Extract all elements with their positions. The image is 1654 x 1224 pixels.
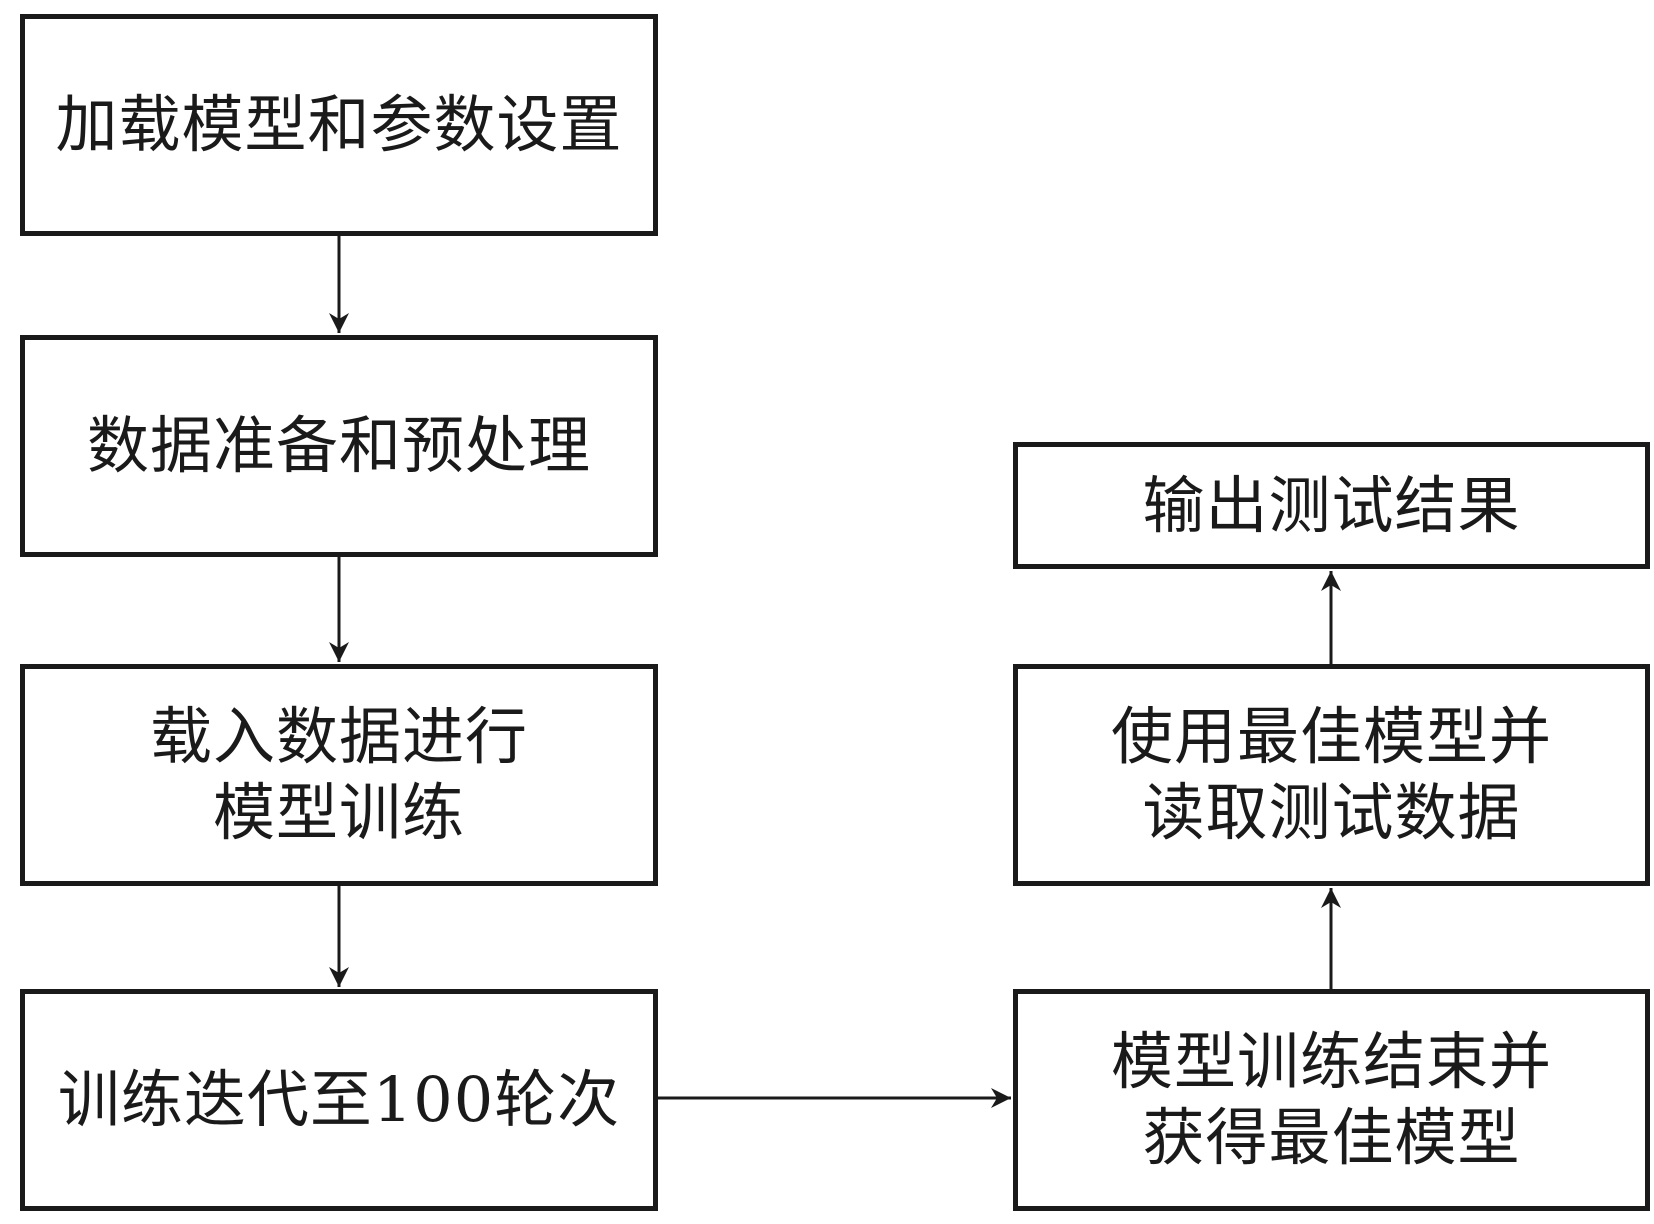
node-train-end: 模型训练结束并 获得最佳模型 xyxy=(1013,989,1650,1211)
node-use-best: 使用最佳模型并 读取测试数据 xyxy=(1013,664,1650,886)
node-label-line-1: 模型训练结束并 xyxy=(1110,1025,1552,1098)
node-label: 数据准备和预处理 xyxy=(86,409,591,482)
node-label: 训练迭代至100轮次 xyxy=(57,1063,621,1136)
node-output: 输出测试结果 xyxy=(1013,442,1650,569)
node-label-line-1: 使用最佳模型并 xyxy=(1110,700,1552,773)
node-label-line-2: 读取测试数据 xyxy=(1142,776,1521,849)
node-iterate: 训练迭代至100轮次 xyxy=(20,989,658,1211)
node-label: 输出测试结果 xyxy=(1142,468,1521,542)
node-train: 载入数据进行 模型训练 xyxy=(20,664,658,886)
node-label: 加载模型和参数设置 xyxy=(55,88,623,161)
node-label-line-2: 模型训练 xyxy=(212,776,465,849)
node-label-line-2: 获得最佳模型 xyxy=(1142,1101,1521,1174)
node-data-prep: 数据准备和预处理 xyxy=(20,335,658,557)
node-load-model: 加载模型和参数设置 xyxy=(20,14,658,236)
node-label-line-1: 载入数据进行 xyxy=(149,700,528,773)
